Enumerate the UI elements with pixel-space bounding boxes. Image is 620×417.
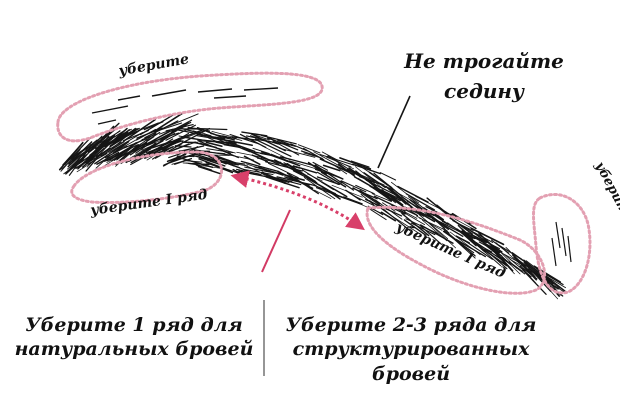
grey-hair-pointer-line <box>378 96 410 168</box>
right-caption: Уберите 2-3 ряда для структурированных б… <box>276 313 546 386</box>
lower-left-remove-label: уберите I ряд <box>88 187 208 219</box>
right-caption-line2: структурированных <box>276 337 546 361</box>
hair-stroke <box>340 158 371 169</box>
hair-stroke <box>177 156 194 157</box>
caption-pointer-line <box>262 210 290 272</box>
grey-hair-note-line1: Не трогайте <box>403 49 564 73</box>
right-caption-line1: Уберите 2-3 ряда для <box>276 313 546 337</box>
grey-hair-note-line2: седину <box>444 79 525 103</box>
tail-remove-label: уберите <box>591 159 620 225</box>
top-remove-label: уберите <box>116 51 190 79</box>
tail-removal-zone <box>534 194 590 292</box>
left-caption-line2: натуральных бровей <box>12 337 256 361</box>
right-caption-line3: бровей <box>276 362 546 386</box>
hair-stroke <box>320 155 354 166</box>
hair-stroke <box>380 173 395 180</box>
stray-hairs-tail <box>552 222 571 266</box>
left-caption-line1: Уберите 1 ряд для <box>12 313 256 337</box>
left-caption: Уберите 1 ряд для натуральных бровей <box>12 313 256 362</box>
